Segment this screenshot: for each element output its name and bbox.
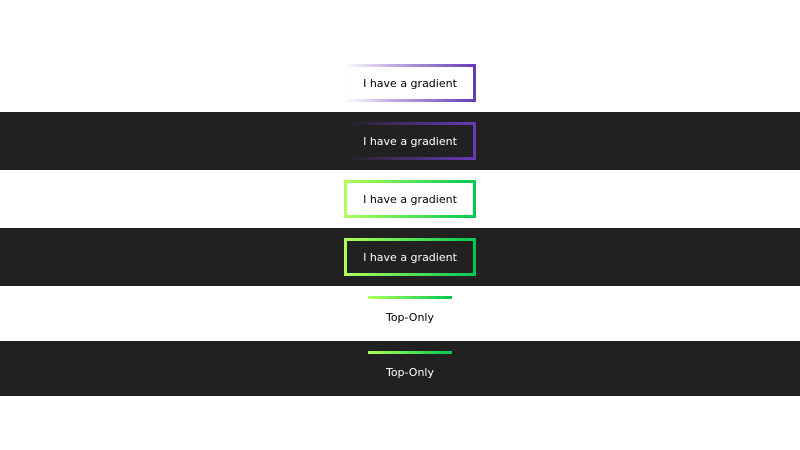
top-only-dark: Top-Only (368, 351, 452, 379)
gradient-box-purple-light: I have a gradient (344, 64, 476, 102)
gradient-box-label: I have a gradient (363, 134, 457, 148)
gradient-box-label: I have a gradient (363, 192, 457, 206)
top-only-label: Top-Only (385, 311, 435, 324)
top-only-label: Top-Only (385, 366, 435, 379)
gradient-box-green-dark: I have a gradient (344, 238, 476, 276)
top-gradient-line (368, 296, 452, 299)
gradient-box-label: I have a gradient (363, 250, 457, 264)
gradient-box-label: I have a gradient (363, 76, 457, 90)
gradient-box-green-light: I have a gradient (344, 180, 476, 218)
top-gradient-line (368, 351, 452, 354)
light-band-3 (0, 286, 800, 341)
top-only-light: Top-Only (368, 296, 452, 324)
dark-band-3 (0, 341, 800, 396)
gradient-box-purple-dark: I have a gradient (344, 122, 476, 160)
